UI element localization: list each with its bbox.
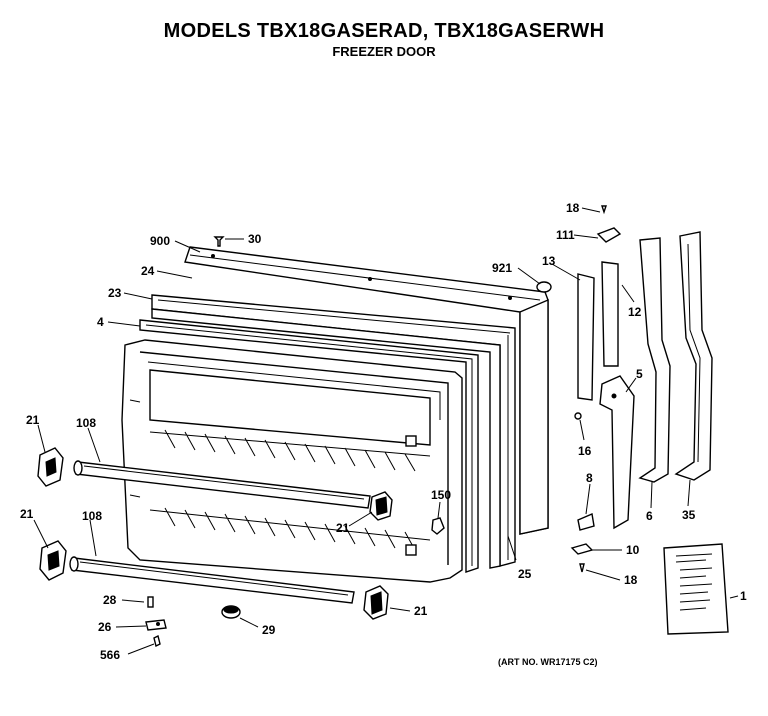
- leader-lines: [33, 207, 739, 655]
- callout-35: 35: [682, 508, 696, 522]
- callout-13: 13: [542, 254, 556, 268]
- callout-28: 28: [103, 593, 117, 607]
- button-part-921: [536, 281, 552, 293]
- page-subtitle: FREEZER DOOR: [332, 44, 436, 59]
- callout-921: 921: [492, 261, 512, 275]
- callout-21-lower-left: 21: [20, 507, 34, 521]
- door-panel: [184, 246, 549, 535]
- clip-part-8: [577, 513, 595, 531]
- handle-part-35: [674, 231, 713, 481]
- callout-8: 8: [586, 471, 593, 485]
- callout-21-center: 21: [336, 521, 350, 535]
- callout-4: 4: [97, 315, 104, 329]
- callout-23: 23: [108, 286, 122, 300]
- callout-29: 29: [262, 623, 276, 637]
- callout-labels: 18 111 900 30 921 13 24 12 23 4 5 21 108…: [20, 201, 747, 662]
- screw-part-16: [574, 412, 582, 420]
- callout-18-lower: 18: [624, 573, 638, 587]
- callout-5: 5: [636, 367, 643, 381]
- callout-108-lower: 108: [82, 509, 102, 523]
- screw-part-566: [153, 634, 161, 648]
- end-cap-lower-right: [363, 585, 389, 620]
- door-liner: [121, 339, 463, 583]
- clip-part-28: [147, 596, 154, 608]
- callout-566: 566: [100, 648, 120, 662]
- callout-150: 150: [431, 488, 451, 502]
- callout-6: 6: [646, 509, 653, 523]
- callout-111: 111: [556, 228, 575, 242]
- callout-26: 26: [98, 620, 112, 634]
- screw-part-18-top: [601, 205, 607, 215]
- part-150: [431, 517, 445, 535]
- handle-cap-part-111: [596, 227, 622, 243]
- screw-part-30: [213, 236, 225, 247]
- end-cap-upper-right: [369, 491, 393, 521]
- door-gasket: [151, 294, 516, 569]
- callout-108-upper: 108: [76, 416, 96, 430]
- shelf-bar-lower: [69, 556, 355, 604]
- end-cap-lower-left: [39, 540, 67, 581]
- callout-900: 900: [150, 234, 170, 248]
- end-cap-upper-left: [37, 447, 64, 487]
- callout-16: 16: [578, 444, 592, 458]
- handle-part-6: [638, 237, 671, 483]
- callout-12: 12: [628, 305, 642, 319]
- callout-24: 24: [141, 264, 155, 278]
- callout-10: 10: [626, 543, 640, 557]
- callout-1: 1: [740, 589, 747, 603]
- callout-30: 30: [248, 232, 262, 246]
- art-number: (ART NO. WR17175 C2): [498, 657, 598, 667]
- hinge-part-10: [570, 543, 594, 555]
- callout-21-lower-right: 21: [414, 604, 428, 618]
- handle-trim-part-12: [601, 261, 619, 367]
- page-title: MODELS TBX18GASERAD, TBX18GASERWH: [163, 20, 605, 42]
- callout-18: 18: [566, 201, 580, 215]
- owners-manual: [663, 543, 729, 635]
- screw-part-18-bottom: [579, 563, 585, 573]
- shelf-bar-upper: [73, 460, 371, 509]
- handle-trim-part-13: [577, 273, 595, 401]
- bracket-part-26: [145, 619, 167, 631]
- door-liner-frame: [139, 319, 479, 573]
- handle-bracket-part-5: [599, 375, 635, 530]
- callout-21-upper-left: 21: [26, 413, 40, 427]
- callout-25: 25: [518, 567, 532, 581]
